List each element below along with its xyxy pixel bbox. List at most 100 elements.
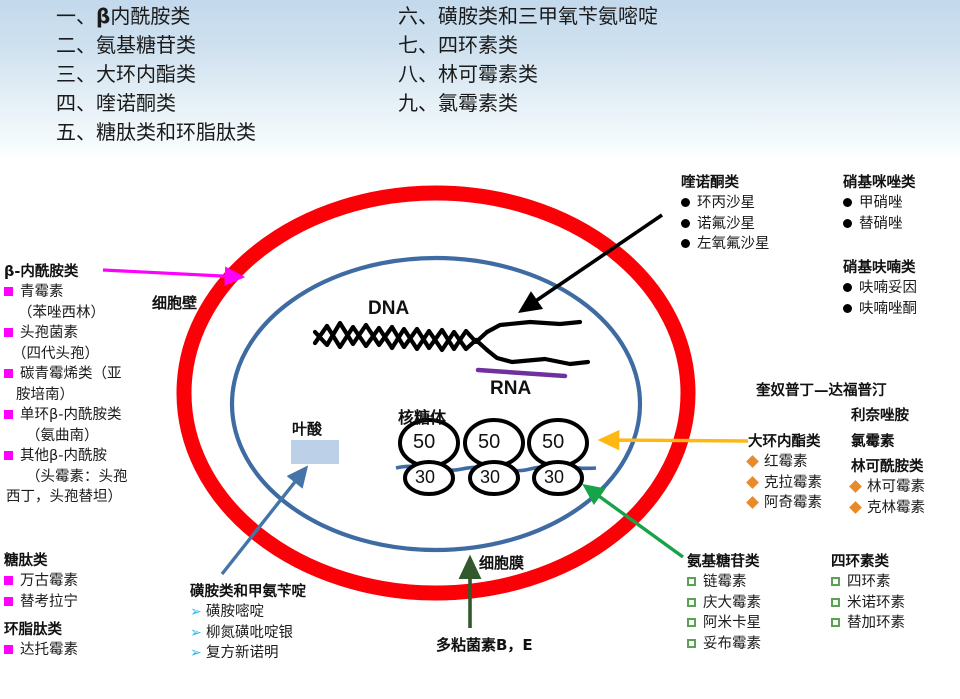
list-item: 红霉素	[746, 452, 822, 473]
nitrofurans-item-0: 呋喃妥因	[859, 280, 917, 296]
diamond-bullet-icon	[849, 498, 867, 519]
beta-lactams-item-0: 青霉素	[20, 284, 64, 300]
square-bullet-icon	[4, 282, 20, 303]
list-item: 甲硝唑	[843, 193, 916, 214]
diamond-bullet-icon	[849, 477, 867, 498]
list-item: 克拉霉素	[746, 473, 822, 494]
diamond-bullet-icon	[746, 473, 764, 494]
rna-strand	[475, 367, 568, 379]
header-gradient-band: 一、β内酰胺类 二、氨基糖苷类 三、大环内酯类 四、喹诺酮类 五、糖肽类和环脂肽…	[0, 0, 960, 158]
list-item: 呋喃妥因	[843, 278, 917, 299]
list-item: 万古霉素	[4, 571, 78, 592]
header-item-8-number: 八、	[398, 62, 438, 86]
header-item-5: 五、糖肽类和环脂肽类	[56, 118, 256, 147]
arrow-sulfonamide-to-folate	[220, 465, 309, 576]
tetracyclines-item-2: 替加环素	[847, 615, 905, 631]
tetracyclines-item-1: 米诺环素	[847, 594, 905, 611]
header-item-7-text: 四环素类	[438, 33, 518, 57]
ribosome-30s-label-3: 30	[544, 467, 565, 487]
list-item: ➢柳氮磺吡啶银	[190, 623, 306, 644]
list-item: 环丙沙星	[681, 193, 770, 214]
macrolides-item-1: 克拉霉素	[764, 474, 822, 491]
header-item-9: 九、氯霉素类	[398, 89, 658, 118]
list-item: 呋喃唑酮	[843, 299, 917, 320]
beta-lactams-item-1: 头孢菌素	[20, 325, 78, 341]
beta-lactams-sub-3: （氨曲南）	[26, 427, 99, 444]
square-bullet-icon	[4, 364, 20, 385]
beta-lactams-sub-1: （四代头孢）	[12, 345, 99, 362]
header-item-7: 七、四环素类	[398, 31, 658, 60]
ribosome-50s-label-2: 50	[478, 431, 501, 453]
header-item-5-text: 糖肽类和环脂肽类	[96, 120, 256, 144]
macrolides-title: 大环内酯类	[748, 434, 821, 450]
header-item-8: 八、林可霉素类	[398, 60, 658, 89]
lipopeptides-title: 环脂肽类	[4, 622, 62, 638]
list-item: 米诺环素	[831, 593, 905, 614]
nitroimidazoles-title: 硝基咪唑类	[843, 175, 916, 191]
nitrofurans-block: 硝基呋喃类 呋喃妥因 呋喃唑酮	[843, 258, 917, 319]
aminoglycosides-title: 氨基糖苷类	[687, 554, 760, 570]
glycopeptides-title: 糖肽类	[4, 553, 48, 569]
folate-label: 叶酸	[292, 420, 323, 438]
arrow-macrolide-to-50s	[597, 429, 749, 451]
list-item: 克林霉素	[849, 498, 925, 519]
tetracyclines-title: 四环素类	[831, 554, 889, 570]
beta-lactams-sub-2: 胺培南）	[16, 386, 74, 403]
nitroimidazoles-block: 硝基咪唑类 甲硝唑 替硝唑	[843, 173, 916, 234]
header-item-4: 四、喹诺酮类	[56, 89, 256, 118]
header-item-6: 六、磺胺类和三甲氧苄氨嘧啶	[398, 2, 658, 31]
cell-membrane-label: 细胞膜	[479, 554, 525, 572]
dot-bullet-icon	[843, 299, 859, 320]
sulfonamides-block: 磺胺类和甲氨苄啶 ➢磺胺嘧啶 ➢柳氮磺吡啶银 ➢复方新诺明	[190, 582, 306, 664]
hollow-square-bullet-icon	[831, 613, 847, 634]
header-item-6-text: 磺胺类和三甲氧苄氨嘧啶	[438, 4, 658, 28]
hollow-square-bullet-icon	[687, 613, 703, 634]
linezolid-label: 利奈唑胺	[851, 408, 909, 424]
chloramphenicol-label: 氯霉素	[851, 434, 895, 450]
beta-lactams-item-3: 单环β-内酰胺类	[20, 407, 122, 423]
rna-label: RNA	[490, 378, 532, 399]
beta-lactams-sub-4: （头霉素：头孢	[26, 468, 128, 485]
list-item: 阿奇霉素	[746, 493, 822, 514]
square-bullet-icon	[4, 323, 20, 344]
list-item: 其他β-内酰胺	[4, 446, 128, 467]
square-bullet-icon	[4, 446, 20, 467]
header-right-column: 六、磺胺类和三甲氧苄氨嘧啶 七、四环素类 八、林可霉素类 九、氯霉素类	[398, 2, 658, 118]
hollow-square-bullet-icon	[687, 634, 703, 655]
list-item: 替考拉宁	[4, 592, 78, 613]
lincosamides-item-0: 林可霉素	[867, 479, 925, 495]
header-item-7-number: 七、	[398, 33, 438, 57]
beta-lactams-item-4: 其他β-内酰胺	[20, 448, 107, 464]
header-left-column: 一、β内酰胺类 二、氨基糖苷类 三、大环内酯类 四、喹诺酮类 五、糖肽类和环脂肽…	[56, 2, 256, 147]
ribosome-30s-label-2: 30	[480, 467, 501, 487]
beta-lactams-block: β-内酰胺类 青霉素 （苯唑西林） 头孢菌素 （四代头孢） 碳青霉烯类（亚 胺培…	[4, 262, 128, 508]
cell-wall-label: 细胞壁	[152, 294, 198, 312]
dot-bullet-icon	[843, 278, 859, 299]
quinolones-block: 喹诺酮类 环丙沙星 诺氟沙星 左氧氟沙星	[681, 173, 770, 255]
list-item: 碳青霉烯类（亚	[4, 364, 128, 385]
ribosome-label: 核糖体	[398, 408, 447, 427]
quinupristin-dalfopristin-label: 奎奴普丁—达福普汀	[756, 383, 887, 399]
beta-lactams-sub-5: 西丁，头孢替坦）	[6, 489, 122, 505]
tetracyclines-block: 四环素类 四环素 米诺环素 替加环素	[831, 552, 905, 634]
square-bullet-icon	[4, 640, 20, 661]
dot-bullet-icon	[681, 193, 697, 214]
header-item-8-text: 林可霉素类	[438, 62, 538, 86]
list-item: 妥布霉素	[687, 634, 761, 655]
nitrofurans-item-1: 呋喃唑酮	[859, 300, 917, 317]
header-item-5-number: 五、	[56, 120, 96, 144]
list-item: 青霉素	[4, 282, 128, 303]
diamond-bullet-icon	[746, 493, 764, 514]
list-item: 替加环素	[831, 613, 905, 634]
macrolides-item-2: 阿奇霉素	[764, 495, 822, 511]
header-item-4-text: 喹诺酮类	[96, 91, 176, 115]
lincosamides-item-1: 克林霉素	[867, 499, 925, 516]
lincosamides-block: 林可酰胺类 林可霉素 克林霉素	[849, 457, 925, 519]
list-item: 达托霉素	[4, 640, 78, 661]
header-item-3-text: 大环内酯类	[96, 62, 196, 86]
header-item-2: 二、氨基糖苷类	[56, 31, 256, 60]
macrolides-item-0: 红霉素	[764, 454, 808, 470]
polymyxin-label: 多粘菌素B，E	[436, 636, 533, 654]
list-item: 链霉素	[687, 572, 761, 593]
square-bullet-icon	[4, 571, 20, 592]
